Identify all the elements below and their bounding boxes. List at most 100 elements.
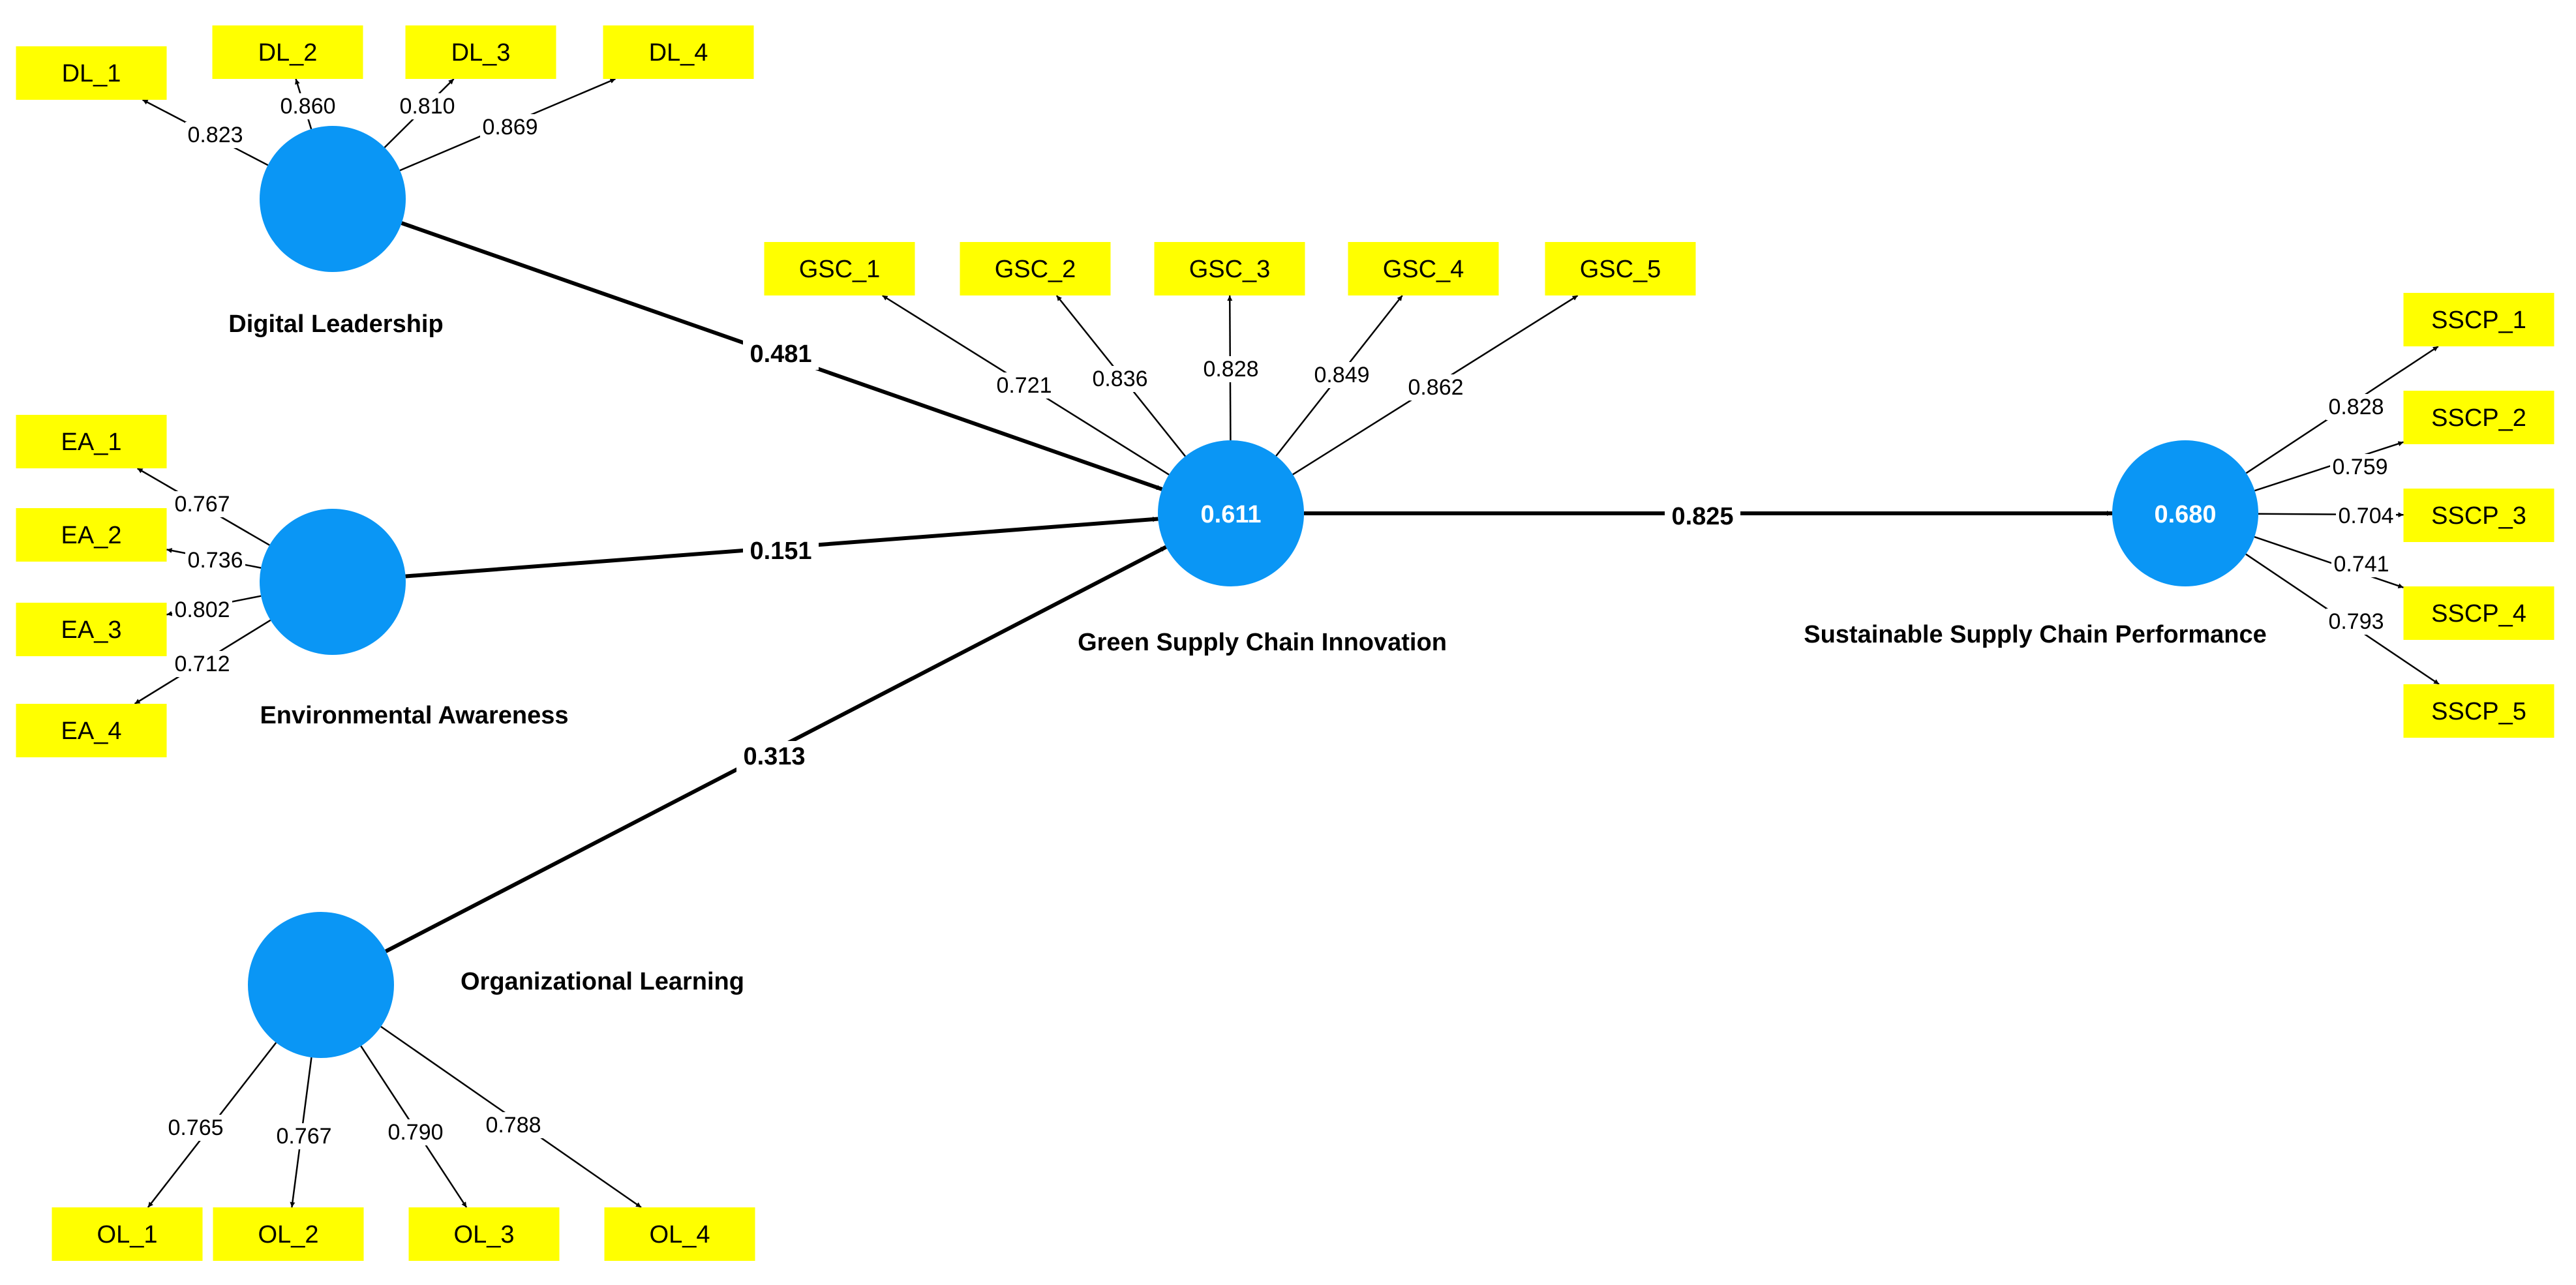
indicator-box-dl_3: [405, 25, 556, 79]
loading-bg: [185, 122, 245, 148]
indicator-label-ol_3: OL_3: [454, 1221, 515, 1248]
path-coefficient-ol-gsc: 0.313: [743, 743, 805, 770]
construct-circle-sscp: [2112, 440, 2258, 586]
loading-value-dl_3: 0.810: [399, 94, 455, 119]
loading-value-sscp_3: 0.704: [2338, 504, 2393, 528]
construct-name-gsc: Green Supply Chain Innovation: [1078, 629, 1447, 656]
indicator-box-sscp_4: [2403, 586, 2554, 640]
loading-bg: [1312, 362, 1372, 388]
loading-bg: [2330, 454, 2390, 480]
loading-bg: [2331, 551, 2391, 577]
loading-value-dl_1: 0.823: [187, 123, 243, 147]
r-squared-gsc: 0.611: [1201, 501, 1262, 528]
loading-bg: [172, 597, 232, 623]
indicator-box-ol_2: [213, 1207, 364, 1261]
loading-value-gsc_1: 0.721: [996, 373, 1052, 398]
loading-value-sscp_4: 0.741: [2333, 552, 2389, 577]
indicator-box-dl_4: [603, 25, 754, 79]
indicator-label-ea_1: EA_1: [61, 429, 122, 456]
indicator-box-ea_3: [16, 603, 167, 656]
indicator-label-sscp_1: SSCP_1: [2431, 307, 2526, 334]
indicator-label-gsc_3: GSC_3: [1189, 256, 1271, 283]
path-coefficient-bg: [743, 536, 819, 567]
indicator-box-gsc_2: [960, 242, 1111, 295]
construct-name-dl: Digital Leadership: [228, 310, 443, 338]
loading-value-sscp_1: 0.828: [2328, 395, 2384, 419]
indicator-label-sscp_4: SSCP_4: [2431, 600, 2526, 627]
loading-value-gsc_5: 0.862: [1408, 375, 1463, 400]
path-coefficient-bg: [743, 339, 819, 370]
indicator-box-ol_3: [408, 1207, 560, 1261]
construct-circle-ea: [260, 509, 406, 655]
indicator-label-gsc_5: GSC_5: [1580, 256, 1661, 283]
indicator-label-gsc_4: GSC_4: [1383, 256, 1464, 283]
indicator-label-ol_2: OL_2: [258, 1221, 319, 1248]
loading-value-gsc_3: 0.828: [1203, 357, 1258, 382]
loading-value-ea_3: 0.802: [174, 597, 230, 622]
path-coefficient-bg: [736, 741, 812, 772]
indicator-box-gsc_3: [1154, 242, 1305, 295]
loading-value-ol_4: 0.788: [485, 1113, 541, 1138]
loading-value-ol_3: 0.790: [387, 1120, 443, 1145]
loading-bg: [994, 372, 1054, 399]
loading-bg: [2326, 394, 2386, 420]
loading-arrow-sscp_2: [2254, 441, 2404, 492]
loading-value-ea_1: 0.767: [174, 492, 230, 517]
indicator-label-dl_2: DL_2: [258, 39, 318, 67]
loading-bg: [480, 114, 540, 140]
constructs-layer: 0.611 0.680: [248, 126, 2258, 1058]
construct-circle-ol: [248, 912, 394, 1058]
loading-bg: [2336, 503, 2396, 529]
loading-bg: [1201, 356, 1261, 382]
loading-value-ol_1: 0.765: [168, 1115, 223, 1140]
indicator-label-sscp_5: SSCP_5: [2431, 698, 2526, 725]
loading-bg: [397, 93, 457, 119]
indicator-box-ea_1: [16, 415, 167, 468]
loading-bg: [185, 547, 245, 573]
indicator-box-sscp_3: [2403, 489, 2554, 542]
indicator-box-gsc_4: [1348, 242, 1499, 295]
construct-circle-gsc: [1158, 440, 1304, 586]
indicator-box-sscp_2: [2403, 391, 2554, 444]
construct-name-ol: Organizational Learning: [461, 968, 744, 995]
indicator-box-dl_2: [212, 25, 363, 79]
indicator-label-sscp_2: SSCP_2: [2431, 404, 2526, 432]
loading-value-ol_2: 0.767: [276, 1124, 331, 1149]
indicator-box-ol_1: [52, 1207, 203, 1261]
loading-bg: [386, 1119, 446, 1145]
indicator-label-ea_2: EA_2: [61, 522, 122, 549]
construct-name-sscp: Sustainable Supply Chain Performance: [1804, 621, 2267, 648]
loading-value-sscp_2: 0.759: [2332, 455, 2387, 479]
path-coefficient-ea-gsc: 0.151: [750, 537, 811, 565]
path-coefficient-dl-gsc: 0.481: [750, 340, 811, 368]
indicator-box-ea_2: [16, 508, 167, 562]
loading-bg: [172, 491, 232, 517]
construct-circle-dl: [260, 126, 406, 272]
loading-value-dl_2: 0.860: [280, 94, 335, 119]
indicator-label-ea_3: EA_3: [61, 616, 122, 644]
indicator-label-dl_4: DL_4: [649, 39, 708, 67]
indicator-label-dl_1: DL_1: [62, 60, 121, 87]
loading-bg: [274, 1123, 334, 1149]
indicator-box-sscp_5: [2403, 684, 2554, 738]
indicator-box-ea_4: [16, 704, 167, 757]
indicator-box-gsc_5: [1545, 242, 1696, 295]
loading-value-ea_4: 0.712: [174, 652, 230, 676]
indicator-label-ol_4: OL_4: [650, 1221, 710, 1248]
loading-bg: [172, 651, 232, 677]
loading-bg: [1090, 366, 1150, 392]
loading-bg: [1406, 374, 1466, 401]
path-coefficient-gsc-sscp: 0.825: [1671, 503, 1733, 530]
loading-value-ea_2: 0.736: [187, 548, 243, 573]
indicator-label-gsc_2: GSC_2: [995, 256, 1076, 283]
path-coefficient-bg: [1665, 501, 1740, 532]
loading-bg: [2326, 609, 2386, 635]
r-squared-sscp: 0.680: [2154, 501, 2216, 528]
indicator-box-sscp_1: [2403, 293, 2554, 346]
loading-bg: [166, 1115, 226, 1141]
loading-value-dl_4: 0.869: [482, 115, 538, 140]
indicator-label-ol_1: OL_1: [97, 1221, 158, 1248]
indicator-box-ol_4: [604, 1207, 755, 1261]
